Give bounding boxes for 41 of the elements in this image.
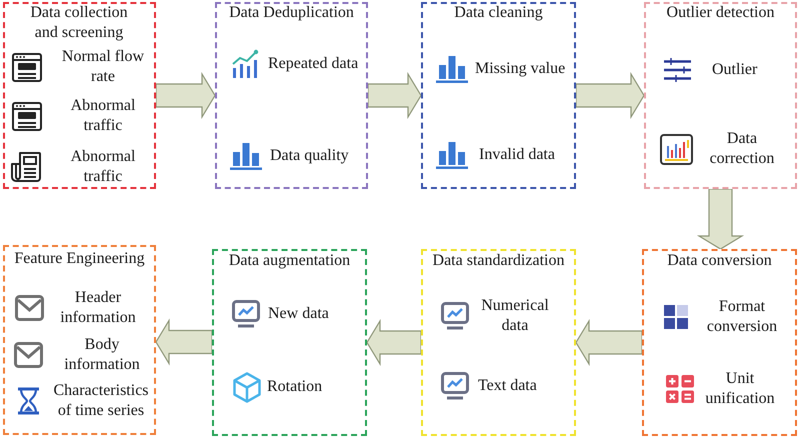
group-heading: Feature Engineering (13, 249, 146, 269)
dashed-group-box (644, 2, 797, 189)
item-label: Abnormal traffic (70, 96, 136, 136)
group-heading: Outlier detection (666, 3, 776, 23)
block-arrow (155, 318, 213, 366)
item-label: Abnormal traffic (70, 147, 136, 187)
group-heading: Data collection and screening (29, 3, 129, 43)
block-arrow (575, 72, 645, 120)
dashed-group-box (212, 249, 367, 436)
item-label: Data correction (708, 129, 776, 169)
group-heading: Data Deduplication (228, 3, 355, 23)
item-label: Missing value (475, 59, 566, 79)
group-heading: Data cleaning (453, 3, 544, 23)
item-label: Outlier (712, 60, 758, 80)
item-label: Body information (63, 335, 141, 375)
block-arrow (367, 72, 422, 120)
item-label: Text data (478, 376, 538, 396)
dashed-group-box (642, 249, 797, 436)
item-label: Normal flow rate (60, 47, 146, 87)
block-arrow (575, 318, 643, 366)
block-arrow (366, 318, 422, 366)
dashed-group-box (215, 2, 368, 189)
group-heading: Data standardization (432, 251, 566, 271)
item-label: Format conversion (706, 297, 778, 337)
dashed-group-box (3, 2, 156, 189)
item-label: Data quality (270, 146, 350, 166)
item-label: Invalid data (479, 145, 556, 165)
block-arrow (696, 188, 744, 250)
dashed-group-box (3, 245, 156, 435)
item-label: New data (268, 304, 330, 324)
item-label: Numerical data (480, 296, 550, 336)
item-label: Characteristics of time series (52, 381, 150, 421)
item-label: Header information (59, 288, 137, 328)
item-label: Unit unification (704, 369, 776, 409)
dashed-group-box (421, 2, 576, 189)
group-heading: Data augmentation (228, 251, 352, 271)
block-arrow (155, 72, 216, 120)
group-heading: Data conversion (666, 251, 773, 271)
item-label: Repeated data (268, 54, 360, 74)
dashed-group-box (421, 249, 576, 436)
item-label: Rotation (267, 377, 324, 397)
